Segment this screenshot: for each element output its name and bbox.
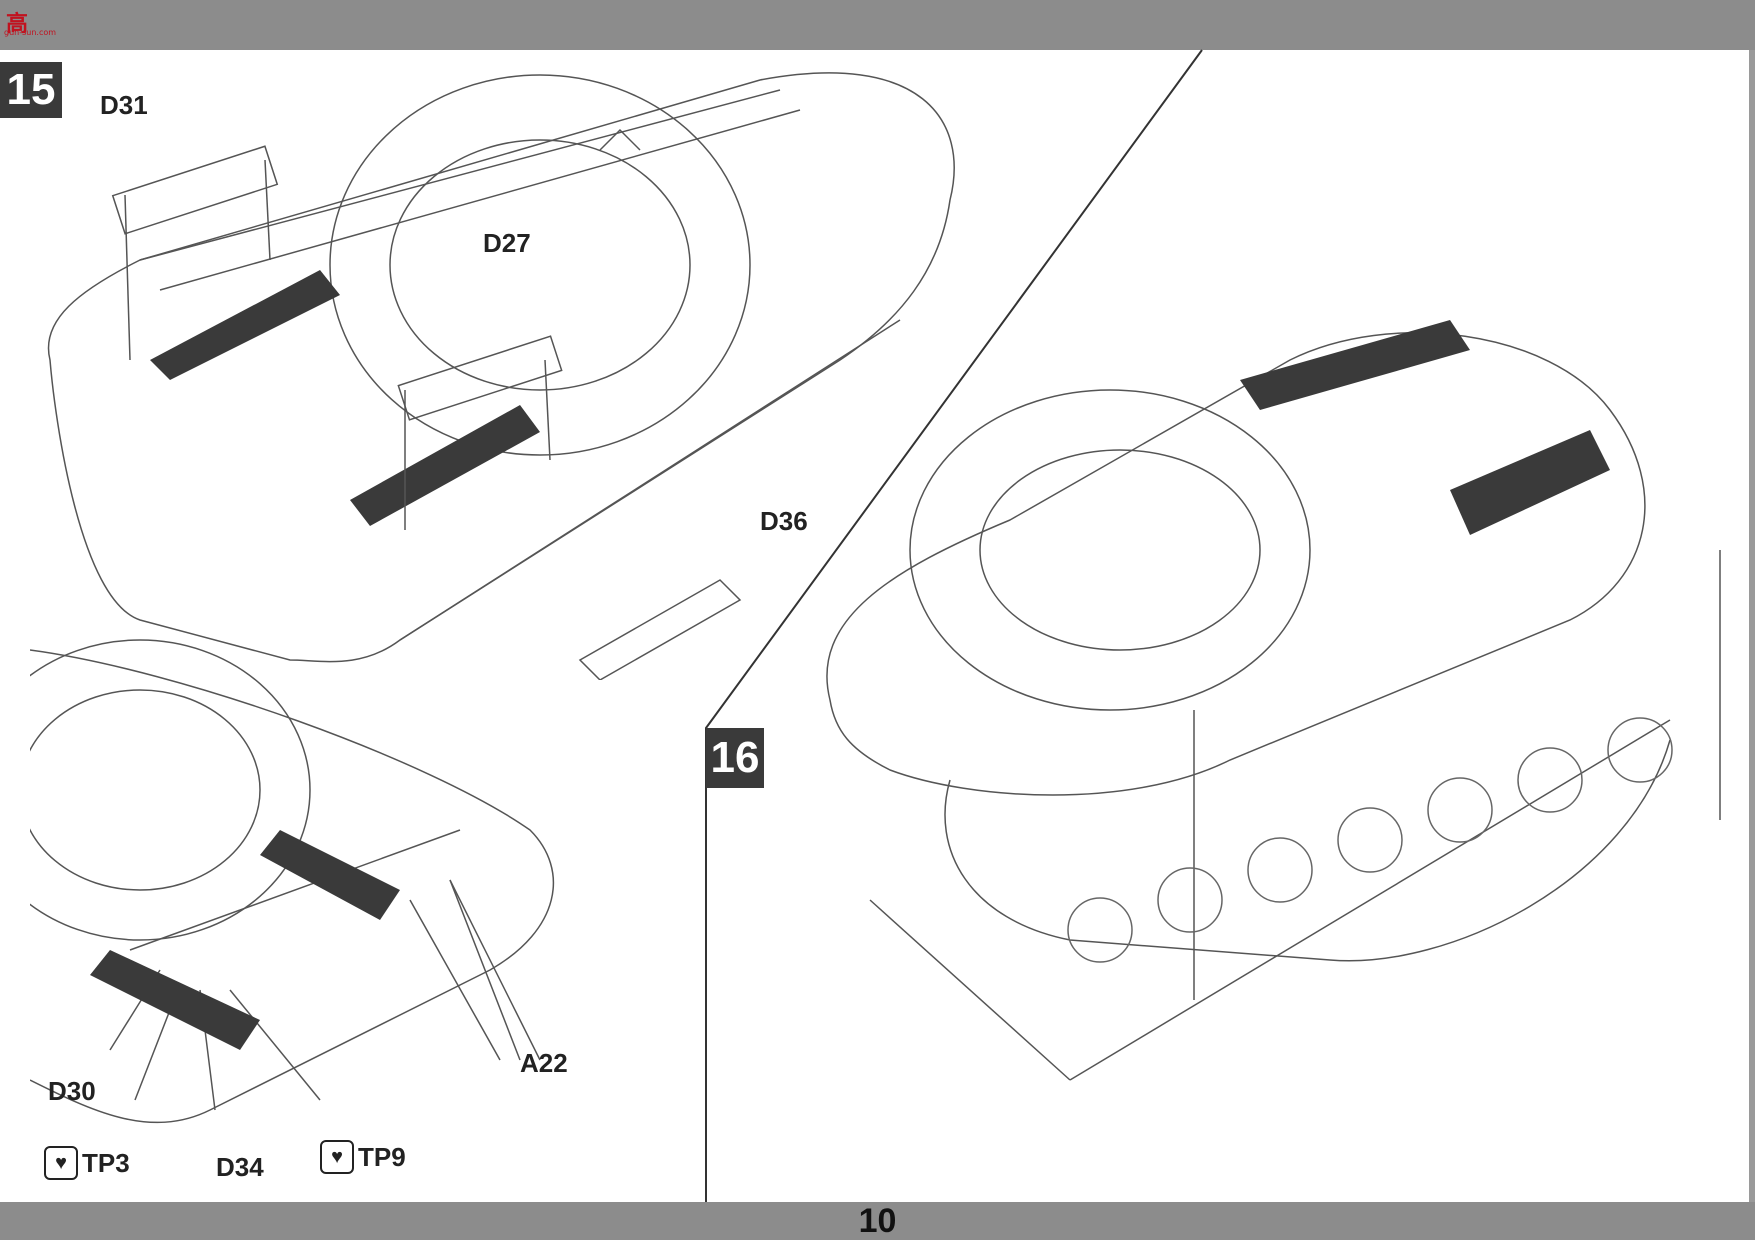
watermark-site: gun-sun.com [4, 28, 57, 37]
part-label-d27: D27 [483, 228, 531, 258]
tp3-label: TP3 [82, 1147, 130, 1178]
step-15-detail-drawing [30, 639, 555, 1124]
watermark-logo: 高 gun-sun.com [0, 2, 72, 38]
broken-heart-icon: ♥ [44, 1146, 78, 1180]
page-edge [1749, 50, 1755, 1202]
watermark-glyph: 高 [6, 11, 29, 36]
step-15-badge: 15 [0, 62, 62, 118]
tp9-callout: ♥ TP9 [320, 1140, 406, 1174]
top-banner [0, 0, 1755, 50]
step-16-badge: 16 [706, 728, 764, 788]
step-16-tank-drawing [826, 320, 1721, 1081]
broken-heart-icon: ♥ [320, 1140, 354, 1174]
part-label-d36: D36 [760, 506, 808, 536]
part-label-d31: D31 [100, 90, 148, 120]
part-label-d30: D30 [48, 1076, 96, 1106]
part-label-d34: D34 [216, 1152, 264, 1182]
page-number: 10 [858, 1201, 897, 1240]
step-15-top-drawing [47, 72, 955, 680]
part-label-a22: A22 [520, 1048, 568, 1078]
page-footer: 10 [0, 1202, 1755, 1240]
tp3-callout: ♥ TP3 [44, 1146, 130, 1180]
tp9-label: TP9 [358, 1141, 406, 1172]
